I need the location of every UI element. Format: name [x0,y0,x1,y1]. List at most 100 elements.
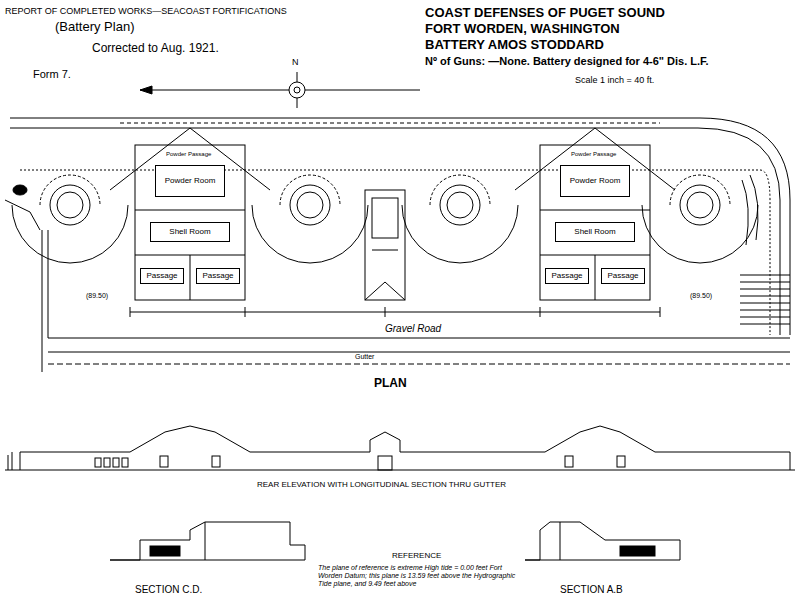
gun-emplacement [290,185,330,225]
magazine-outline [135,145,245,300]
central-building [365,190,405,300]
gravel-road [48,338,790,339]
parapet-outline [740,289,790,290]
north-arrow [294,87,300,93]
section-drawing [620,546,655,556]
gun-emplacement [280,175,340,205]
parapet-outline [740,296,790,297]
parapet-outline [5,200,40,230]
room-box: Passage [140,268,184,284]
room-label: Powder Passage [571,151,616,158]
rear-elevation [95,458,101,467]
gun-emplacement [57,192,83,218]
room-name: Passage [202,272,233,280]
gun-emplacement [680,185,720,225]
rear-elevation [122,458,128,467]
battery-name: BATTERY AMOS STODDARD [425,38,604,53]
gun-emplacement [687,192,713,218]
dimension-line [130,307,131,317]
section-drawing [110,522,680,560]
view-title: REAR ELEVATION WITH LONGITUDINAL SECTION… [257,480,506,489]
room-box: Passage [545,268,589,284]
scale-note: Scale 1 inch = 40 ft. [575,75,654,85]
room-box: Shell Room [555,222,635,242]
elevation-number: (89.50) [86,292,108,300]
room-box: Powder Room [560,165,630,197]
room-name: Powder Room [165,177,216,185]
road-label: Gravel Road [385,323,441,335]
view-title: SECTION C.D. [135,584,202,596]
magazine-outline [540,210,650,211]
rear-elevation [212,456,220,467]
rear-elevation [20,426,790,470]
gun-emplacement [252,205,368,263]
north-arrow [289,82,305,98]
rear-elevation [5,426,795,470]
fort-name: FORT WORDEN, WASHINGTON [425,22,620,37]
parapet-outline [740,310,790,311]
room-name: Powder Room [570,177,621,185]
rear-elevation [104,458,110,467]
room-name: Passage [551,272,582,280]
parapet-outline [5,118,790,335]
gun-emplacement [447,192,473,218]
gun-emplacement [402,205,518,263]
parapet-outline [120,123,660,124]
magazine-outline [110,128,270,190]
rear-elevation [378,456,392,470]
gun-emplacement [40,175,100,205]
reference-note: The plane of reference is extreme High t… [318,564,518,588]
magazine-outline [135,210,245,211]
magazine-outline [515,128,675,190]
gravel-road [48,352,790,353]
room-name: Passage [607,272,638,280]
rear-elevation [617,456,625,467]
gravel-road [42,230,43,372]
parapet-outline [750,175,758,240]
dimension-line [385,307,386,317]
parapet-outline [10,118,790,335]
gun-emplacement [50,185,90,225]
parapet-outline [740,282,790,283]
rear-elevation [12,452,13,470]
room-box: Passage [601,268,645,284]
gravel-road [48,230,49,338]
gravel-road [48,364,790,365]
drawing-title: COAST DEFENSES OF PUGET SOUND [425,6,665,21]
gun-emplacement [12,175,758,263]
room-name: Shell Room [169,228,210,236]
room-label: Powder Passage [166,151,211,158]
rear-elevation [5,470,795,471]
room-name: Passage [146,272,177,280]
gun-emplacement [430,175,490,205]
section-drawing [560,522,561,560]
form-number: Form 7. [33,68,71,81]
rear-elevation [8,455,9,470]
reference-heading: REFERENCE [392,551,441,560]
section-drawing [150,546,180,556]
central-building [365,282,405,300]
gun-emplacement [12,205,128,263]
view-title: PLAN [374,377,407,391]
gravel-road [42,230,790,372]
north-mark: N [292,57,299,67]
room-name: Shell Room [574,228,615,236]
room-box: Passage [196,268,240,284]
parapet-outline [740,324,790,325]
north-arrow [140,86,152,94]
plan-heading: (Battery Plan) [55,20,134,35]
room-box: Powder Room [155,165,225,197]
dimension-line [660,307,661,317]
rear-elevation [113,458,119,467]
north-arrow [140,72,420,108]
north-arrow [140,90,420,91]
parapet-outline [740,303,790,304]
magazine-outline [110,128,675,300]
magazine-outline [540,145,650,300]
dimension-line [130,312,660,313]
section-drawing [110,522,305,560]
view-title: SECTION A.B [560,584,623,596]
gun-emplacement [440,185,480,225]
dimension-line [540,307,541,317]
